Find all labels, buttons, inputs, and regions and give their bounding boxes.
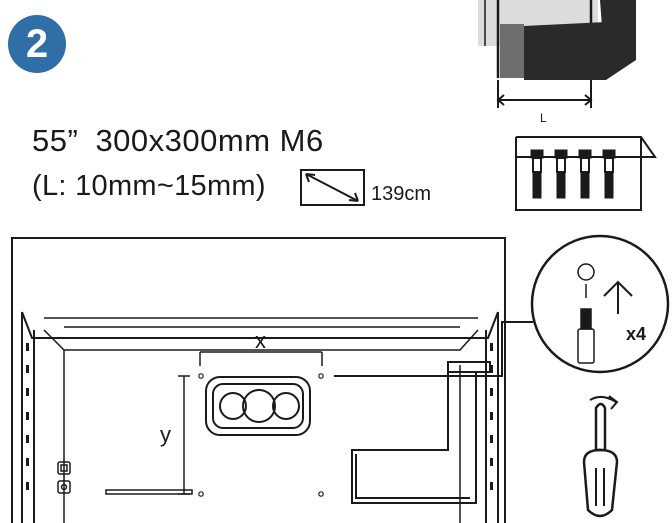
zoom-circle bbox=[530, 234, 670, 374]
screwdriver-icon bbox=[582, 395, 619, 518]
length-range-text: (L: 10mm~15mm) bbox=[32, 170, 266, 202]
screw-length-range: (L: 10mm~15mm) bbox=[32, 170, 266, 203]
step-number-badge: 2 bbox=[8, 15, 66, 73]
mount-holes bbox=[198, 373, 324, 497]
dimension-x-label: x bbox=[255, 328, 266, 353]
diagonal-icon bbox=[300, 169, 365, 206]
tv-back-panel bbox=[11, 237, 506, 523]
tv-size: 55” bbox=[32, 123, 79, 158]
arrow-up-icon bbox=[603, 280, 633, 314]
mount-spec: 55” 300x300mm M6 bbox=[32, 123, 324, 159]
connection-panel bbox=[351, 361, 491, 504]
step-number: 2 bbox=[25, 21, 49, 66]
screw-type: M6 bbox=[279, 123, 324, 158]
rear-ports-block bbox=[205, 376, 311, 436]
vesa-pattern: 300x300mm bbox=[95, 123, 271, 158]
length-label: L bbox=[540, 111, 547, 125]
dimension-x bbox=[199, 351, 323, 366]
bracket-illustration bbox=[478, 0, 636, 108]
callout-line bbox=[334, 321, 533, 377]
screws-icon bbox=[530, 149, 616, 199]
tv-side-slots bbox=[26, 343, 493, 490]
dimension-y bbox=[178, 375, 190, 495]
small-ports bbox=[57, 461, 71, 494]
screen-diagonal-size: 139cm bbox=[371, 183, 432, 205]
spacer-screw-icon bbox=[577, 308, 595, 364]
screw-count: x4 bbox=[626, 324, 646, 344]
stand-bar bbox=[105, 489, 193, 495]
screw-hole-icon bbox=[577, 263, 595, 298]
dimension-y-label: y bbox=[160, 422, 171, 447]
